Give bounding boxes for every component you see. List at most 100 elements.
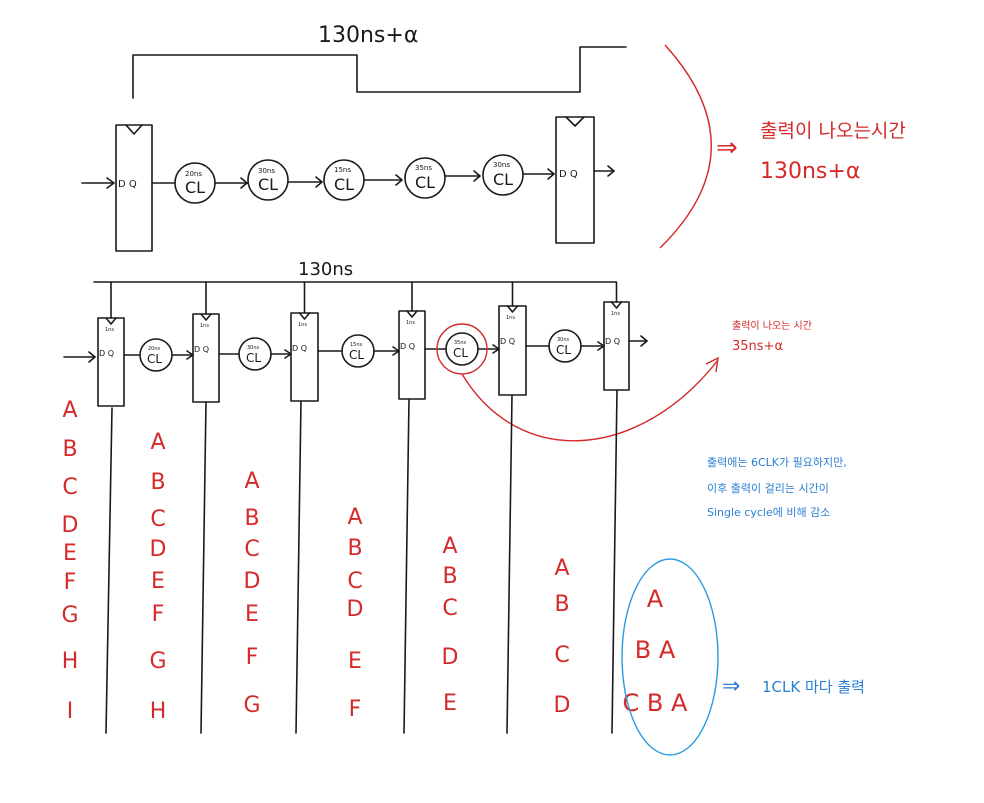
pipeline-timing-label: 130ns <box>298 259 353 280</box>
pipeline-clock-drops <box>110 281 618 319</box>
critical-stage-arrow <box>461 359 719 442</box>
pipeline-register <box>290 312 319 402</box>
stage-arrowhead <box>186 350 194 360</box>
top-register-in-dq: D Q <box>118 179 137 190</box>
pipeline-cl-delay: 35ns <box>454 340 467 346</box>
pipeline-letter: C <box>150 507 165 532</box>
pipeline-letter: E <box>348 649 362 674</box>
pipeline-letter: G <box>61 603 78 628</box>
top-wire-3-arrowhead <box>315 176 323 188</box>
top-cl-2-label: CL <box>258 175 278 194</box>
top-wire-5-arrowhead <box>473 170 481 182</box>
top-wire-4-arrowhead <box>395 174 403 186</box>
pipeline-cl-4 <box>445 332 479 366</box>
pipeline-cl-2 <box>238 337 272 371</box>
top-register-out-clk <box>565 116 585 127</box>
register-clk-icon <box>105 317 117 325</box>
top-wire-6-arrowhead <box>547 168 555 180</box>
register-clk-icon <box>610 301 623 309</box>
top-note-line1: 출력이 나오는시간 <box>760 120 906 142</box>
pipeline-letter: H <box>150 699 167 724</box>
pipeline-letter: E <box>245 602 259 627</box>
column-divider <box>506 394 513 734</box>
top-cl-2 <box>247 159 289 201</box>
pipeline-letter: B <box>62 437 77 462</box>
pipeline-cl-delay: 30ns <box>247 345 260 351</box>
top-single-cycle: 130ns+α D Q 20ns CL 30ns CL 15ns CL 35ns… <box>81 23 906 252</box>
top-register-in <box>115 124 153 252</box>
pipeline-letter-columns: ABCDEFGHIABCDEFGHABCDEFGABCDEFABCDEABCDA… <box>61 398 688 724</box>
pipeline-letter: A <box>62 398 77 423</box>
pipeline-cl-delay: 30ns <box>557 337 570 343</box>
top-cl-4-delay: 35ns <box>415 164 432 172</box>
pipeline-letter: E <box>63 541 77 566</box>
blue-note-line1: 출력에는 6CLK가 필요하지만, <box>707 455 847 469</box>
top-cl-3-label: CL <box>334 175 354 194</box>
top-cl-2-delay: 30ns <box>258 167 275 175</box>
stage-arrowhead <box>284 349 292 359</box>
pipeline-letter: D <box>347 597 364 622</box>
output-ellipse <box>621 558 719 756</box>
blue-note-line3: Single cycle에 비해 감소 <box>707 505 830 519</box>
pipeline-letter: G <box>243 693 260 718</box>
top-cl-5-label: CL <box>493 170 513 189</box>
pipeline-letter: D <box>150 537 167 562</box>
register-clk-icon <box>200 313 212 321</box>
register-dq: D Q <box>99 349 114 358</box>
pipeline-letter: B <box>347 536 362 561</box>
per-clk-arrow: ⇒ <box>722 674 740 699</box>
pipeline-letter: A <box>244 469 259 494</box>
pipeline-letter: B <box>150 470 165 495</box>
pipeline-letter: E <box>151 569 165 594</box>
pipeline-letter: C <box>244 537 259 562</box>
register-delay: 1ns <box>506 315 515 321</box>
register-clk-icon <box>406 310 418 318</box>
pipeline-letter: C <box>554 643 569 668</box>
pipeline-letter: A <box>150 430 165 455</box>
register-delay: 1ns <box>105 327 114 333</box>
pipeline-letter: A <box>347 505 362 530</box>
blue-note: 출력에는 6CLK가 필요하지만, 이후 출력이 걸리는 시간이 Single … <box>707 455 847 519</box>
register-delay: 1ns <box>298 322 307 328</box>
pipeline-letter: B A <box>635 636 676 664</box>
pipeline-letter: H <box>62 649 79 674</box>
top-red-bracket <box>659 44 712 249</box>
register-dq: D Q <box>194 345 209 354</box>
column-divider <box>200 401 207 734</box>
column-divider <box>105 407 113 734</box>
pipeline-letter: D <box>62 513 79 538</box>
top-cl-1-delay: 20ns <box>185 170 202 178</box>
pipeline-cl-delay: 20ns <box>148 346 161 352</box>
top-note-line2: 130ns+α <box>760 159 860 184</box>
per-clk-note: 1CLK 마다 출력 <box>762 678 865 696</box>
register-clk-icon <box>506 305 519 313</box>
register-dq: D Q <box>292 344 307 353</box>
top-wire-2-arrowhead <box>240 177 248 189</box>
pipeline-input-arrowhead <box>88 351 96 363</box>
pipeline-cl-label: CL <box>246 351 261 365</box>
pipeline-letter: D <box>442 645 459 670</box>
pipeline-cl-delay: 15ns <box>350 342 363 348</box>
pipeline-note-line2: 35ns+α <box>732 339 783 354</box>
pipeline-cl-label: CL <box>349 348 364 362</box>
register-delay: 1ns <box>611 311 620 317</box>
column-divider <box>295 400 302 734</box>
register-dq: D Q <box>605 337 620 346</box>
pipeline-register <box>398 310 426 400</box>
pipeline-output-arrowhead <box>640 335 648 347</box>
pipeline-letter: A <box>554 556 569 581</box>
column-dividers <box>105 389 618 734</box>
stage-arrowhead <box>597 341 605 351</box>
top-register-in-clk <box>125 124 143 135</box>
top-cl-3-delay: 15ns <box>334 166 351 174</box>
pipeline-cl-label: CL <box>453 346 468 360</box>
pipeline-cl-3 <box>341 334 375 368</box>
pipeline-cl-label: CL <box>147 352 162 366</box>
column-divider <box>403 398 410 734</box>
pipeline-cl-5 <box>548 329 582 363</box>
register-clk-icon <box>298 312 311 320</box>
pipeline-letter: A <box>647 585 664 613</box>
register-dq: D Q <box>400 342 415 351</box>
column-divider <box>611 389 618 734</box>
